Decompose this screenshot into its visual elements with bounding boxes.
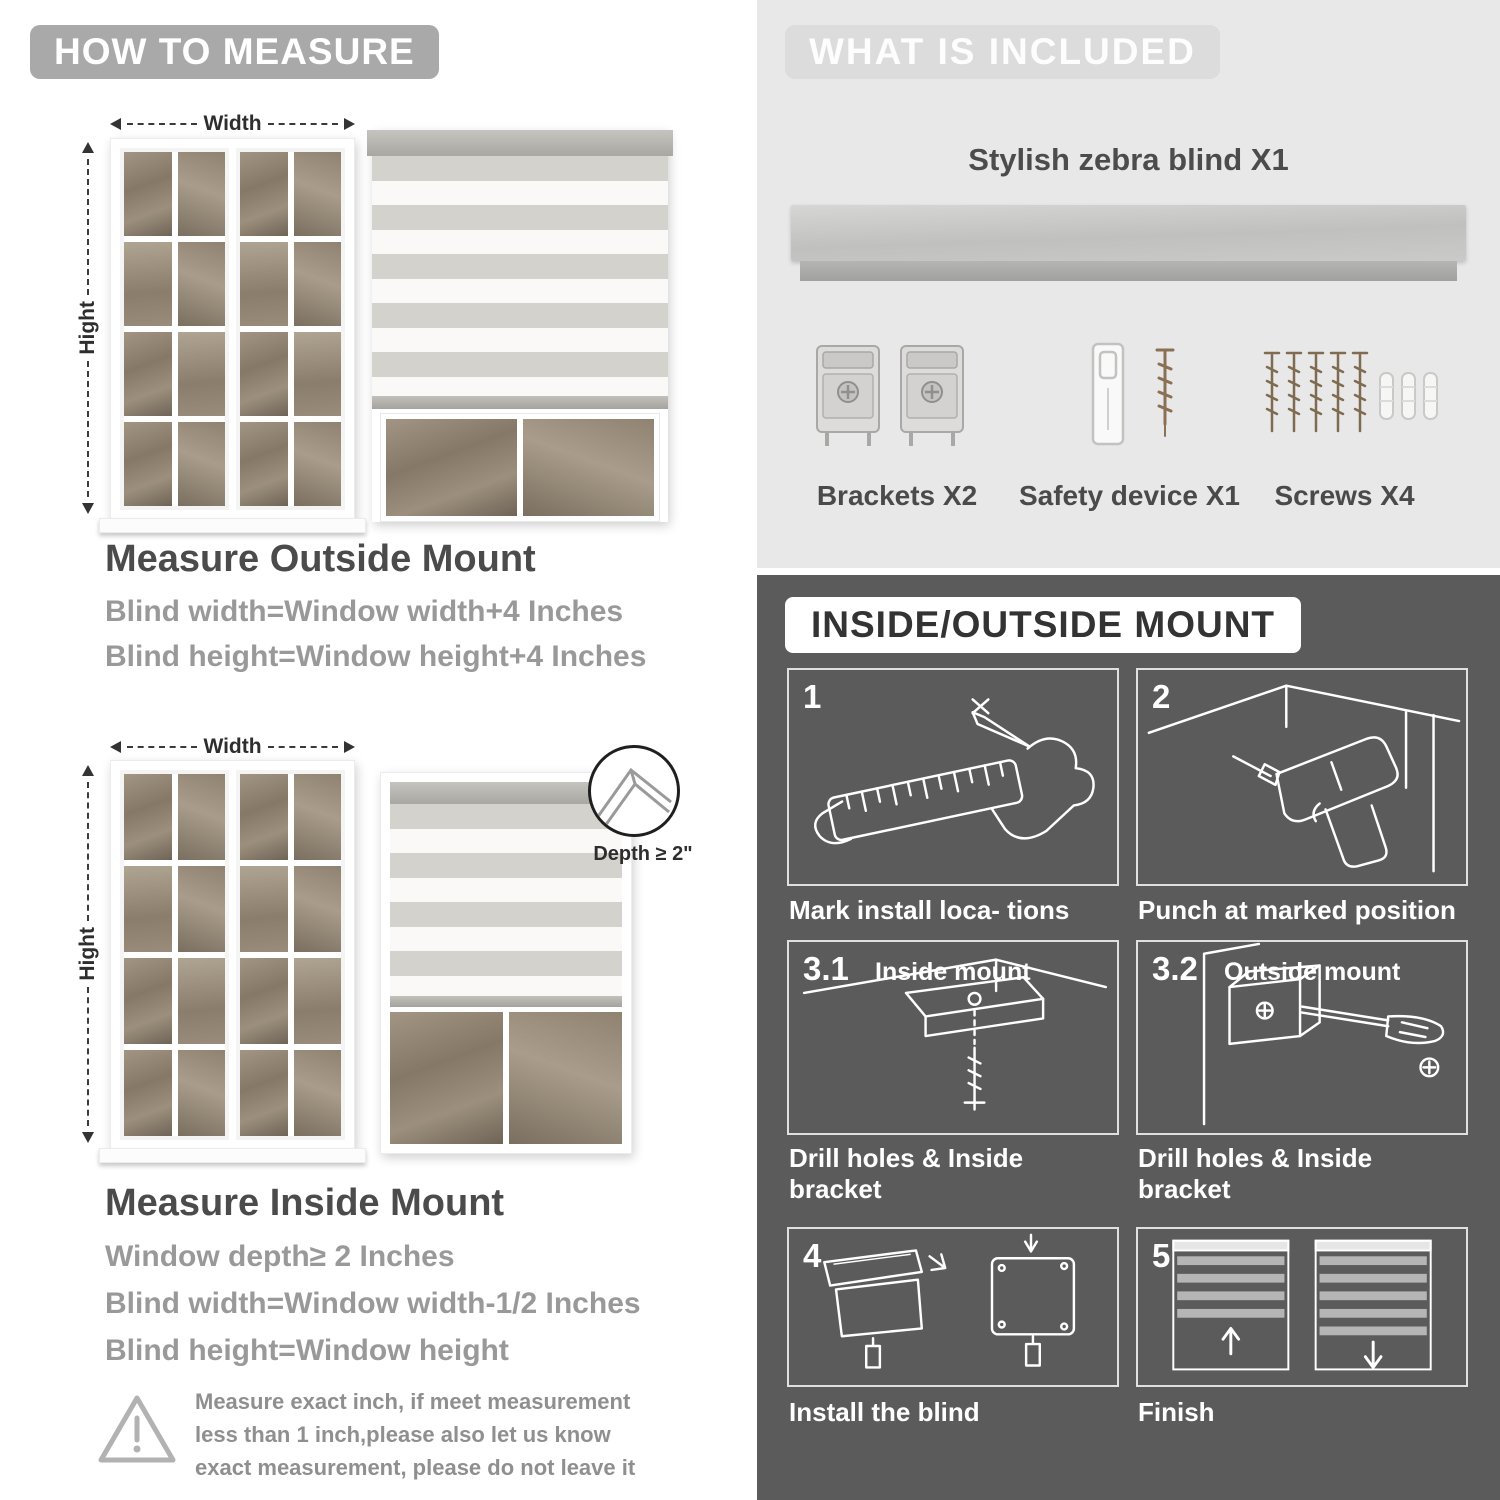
window-sash (236, 148, 345, 510)
arrow-left-icon (110, 118, 121, 130)
safety-device-label: Safety device X1 (1018, 480, 1241, 511)
step-panel-3-2: 3.2 Outside mount (1136, 940, 1468, 1135)
step-caption-2: Punch at marked position (1138, 895, 1456, 925)
window-sashes (120, 770, 345, 1140)
step-panel-3-1: 3.1 Inside mount (787, 940, 1119, 1135)
width-measure-arrow: Width (110, 112, 355, 136)
step-caption-3-1: Drill holes & Inside bracket (789, 1143, 1024, 1204)
step-number: 4 (803, 1237, 822, 1274)
window-sashes (120, 148, 345, 510)
height-label: Hight (76, 927, 99, 981)
safety-device-icon (1065, 340, 1195, 460)
inside-mount-line1: Window depth≥ 2 Inches (105, 1240, 455, 1273)
window-sill (99, 1148, 366, 1163)
brackets-icon (815, 340, 965, 460)
blind-bottom-rail (390, 996, 622, 1007)
arrow-left-icon (110, 741, 121, 753)
step-sublabel: Outside mount (1224, 958, 1401, 986)
brackets-label: Brackets X2 (816, 480, 978, 511)
step-panel-2: 2 (1136, 668, 1468, 886)
window-below-blind (390, 1007, 622, 1144)
blind-headrail (390, 782, 622, 804)
step-panel-1: 1 (787, 668, 1119, 886)
arrow-right-icon (344, 118, 355, 130)
included-panel: WHAT IS INCLUDED Stylish zebra blind X1 (757, 0, 1500, 568)
dashed-line (127, 746, 198, 748)
inside-mount-line2: Blind width=Window width-1/2 Inches (105, 1287, 641, 1320)
height-measure-arrow: Hight (76, 765, 100, 1143)
step-sublabel: Inside mount (875, 958, 1031, 986)
blind-bottom-rail (372, 396, 668, 409)
blind-product-label: Stylish zebra blind X1 (968, 142, 1289, 177)
dashed-line (87, 782, 89, 922)
dashed-line (87, 986, 89, 1126)
step-number: 5 (1152, 1237, 1171, 1274)
what-is-included-header: WHAT IS INCLUDED (785, 25, 1220, 79)
depth-callout-circle (588, 745, 680, 837)
inside-mount-line3: Blind height=Window height (105, 1334, 509, 1367)
step-number: 1 (803, 678, 822, 715)
inside-bracket-drawing (802, 958, 1108, 1111)
width-measure-arrow: Width (110, 735, 355, 759)
warning-text: Measure exact inch, if meet measurement … (195, 1389, 636, 1480)
window-sash (120, 770, 229, 1140)
install-blind-drawing (823, 1233, 1076, 1369)
height-measure-arrow: Hight (76, 142, 100, 514)
window-sash (236, 770, 345, 1140)
height-label: Hight (76, 301, 99, 355)
finish-drawing (1172, 1239, 1432, 1371)
window-illustration-inside (99, 760, 366, 1163)
step-panel-5: 5 (1136, 1227, 1468, 1387)
step-caption-3-2: Drill holes & Inside bracket (1138, 1143, 1373, 1204)
width-label: Width (203, 112, 262, 135)
dashed-line (267, 123, 338, 125)
window-illustration-outside (99, 138, 366, 533)
depth-label: Depth ≥ 2" (593, 843, 693, 865)
mark-locations-drawing (814, 698, 1095, 845)
step-number: 3.1 (803, 950, 849, 987)
zebra-blind-outside-mount (367, 130, 673, 522)
outside-mount-line2: Blind height=Window height+4 Inches (105, 640, 647, 673)
step-caption-5: Finish (1138, 1397, 1215, 1427)
width-label: Width (203, 735, 262, 758)
step-number: 3.2 (1152, 950, 1198, 987)
headrail-image (791, 205, 1466, 281)
blind-stripes (372, 156, 668, 396)
arrow-up-icon (82, 142, 94, 153)
outside-bracket-drawing (1202, 942, 1445, 1126)
dashed-line (127, 123, 198, 125)
inside-mount-title: Measure Inside Mount (105, 1182, 505, 1224)
step-panel-4: 4 (787, 1227, 1119, 1387)
outside-mount-title: Measure Outside Mount (105, 538, 536, 580)
screws-label: Screws X4 (1274, 480, 1415, 511)
how-to-measure-header: HOW TO MEASURE (30, 25, 439, 79)
arrow-down-icon (82, 503, 94, 514)
drill-drawing (1147, 684, 1461, 873)
step-caption-1: Mark install loca- tions (789, 895, 1070, 925)
step-number: 2 (1152, 678, 1171, 715)
window-sash (120, 148, 229, 510)
screws-icon (1262, 345, 1447, 460)
zebra-blind-inside-mount (380, 772, 632, 1154)
window-sill (99, 518, 366, 533)
mount-panel: INSIDE/OUTSIDE MOUNT 1 Mark install loca… (757, 575, 1500, 1500)
window-corner-zoom-icon (595, 767, 672, 827)
blind-stripes (390, 804, 622, 996)
step-caption-4: Install the blind (789, 1397, 980, 1427)
inside-outside-mount-header: INSIDE/OUTSIDE MOUNT (785, 597, 1302, 653)
arrow-down-icon (82, 1132, 94, 1143)
dashed-line (87, 159, 89, 296)
arrow-up-icon (82, 765, 94, 776)
warning-triangle-icon (95, 1390, 179, 1473)
window-below-blind (380, 413, 660, 522)
outside-mount-line1: Blind width=Window width+4 Inches (105, 595, 624, 628)
blind-headrail (367, 130, 673, 156)
arrow-right-icon (344, 741, 355, 753)
dashed-line (87, 360, 89, 497)
dashed-line (267, 746, 338, 748)
